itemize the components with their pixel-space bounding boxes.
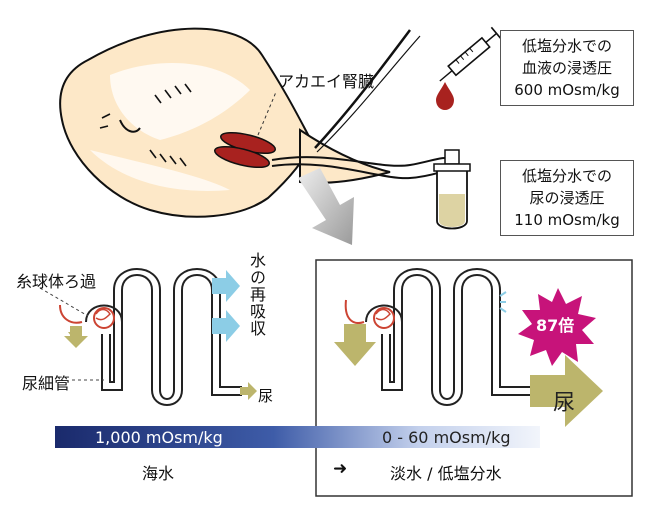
urine-test-tube-icon bbox=[433, 149, 471, 230]
glomerular-filtration-label: 糸球体ろ過 bbox=[16, 272, 97, 291]
starburst-icon bbox=[518, 288, 596, 366]
glomerulus-icon bbox=[59, 304, 123, 340]
freshwater-label: 淡水 / 低塩分水 bbox=[390, 464, 502, 483]
filtrate-arrow-big bbox=[334, 324, 376, 366]
blood-drop-icon bbox=[436, 82, 454, 110]
reabsorption-arrow-2 bbox=[212, 310, 240, 342]
freshwater-osmolality-label: 0 - 60 mOsm/kg bbox=[382, 428, 511, 447]
blood-box-line-2: 血液の浸透圧 bbox=[521, 59, 612, 77]
urine-arrow-small bbox=[240, 382, 257, 400]
glomerulus-icon-right bbox=[344, 299, 403, 329]
stingray-illustration bbox=[59, 27, 421, 218]
kidney-icon bbox=[214, 91, 277, 169]
freshwater-panel bbox=[315, 259, 633, 497]
transition-arrow: ➜ bbox=[333, 459, 348, 479]
down-arrow-icon bbox=[298, 168, 354, 245]
urine-box-line-2: 尿の浸透圧 bbox=[529, 189, 605, 207]
blood-box-line-1: 低塩分水での bbox=[521, 37, 612, 55]
urine-box-line-1: 低塩分水での bbox=[521, 167, 612, 185]
reabsorption-arrow-1 bbox=[212, 270, 240, 302]
tubule-right bbox=[381, 268, 532, 406]
blood-box-line-3: 600 mOsm/kg bbox=[514, 81, 620, 99]
urine-label-small: 尿 bbox=[258, 387, 274, 405]
seawater-label: 海水 bbox=[142, 464, 175, 483]
kidney-label: アカエイ腎臓 bbox=[278, 72, 375, 91]
syringe-icon bbox=[439, 26, 503, 82]
reabsorption-marks-small bbox=[499, 291, 507, 313]
glomerulus-pointer bbox=[39, 287, 89, 317]
urine-box-line-3: 110 mOsm/kg bbox=[514, 211, 620, 229]
osmolarity-gradient-bar bbox=[55, 426, 540, 448]
water-reabsorption-label: 水の再吸収 bbox=[247, 252, 266, 337]
urine-label-big: 尿 bbox=[553, 391, 576, 416]
fold-change-label: 87倍 bbox=[536, 316, 575, 335]
urine-arrow-big bbox=[530, 355, 603, 427]
filtrate-arrow-left bbox=[64, 326, 88, 348]
urine-osmolality-box: 低塩分水での 尿の浸透圧 110 mOsm/kg bbox=[500, 160, 634, 236]
renal-tubule-label: 尿細管 bbox=[22, 374, 71, 393]
seawater-osmolality-label: 1,000 mOsm/kg bbox=[95, 428, 223, 447]
blood-osmolality-box: 低塩分水での 血液の浸透圧 600 mOsm/kg bbox=[500, 30, 634, 106]
tubule-left bbox=[101, 268, 242, 406]
